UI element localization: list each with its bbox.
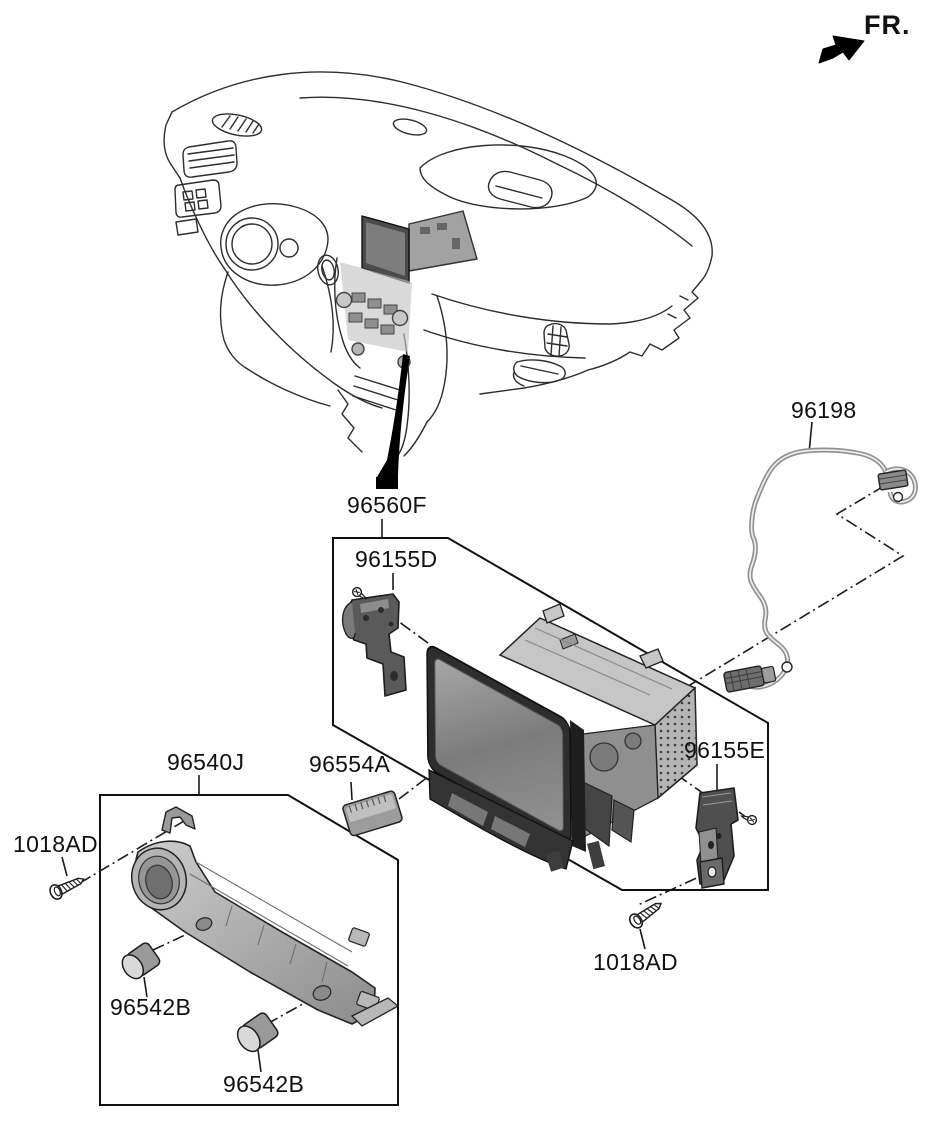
installed-head-unit bbox=[335, 210, 478, 369]
part-label-bracket-right: 96155E bbox=[684, 737, 766, 763]
part-label-head-unit: 96560F bbox=[347, 492, 427, 518]
knob-96542b-front bbox=[121, 942, 161, 980]
head-unit-group-box bbox=[332, 537, 769, 891]
knob-96542b-rear bbox=[236, 1012, 279, 1053]
fr-direction-arrow-icon bbox=[818, 35, 865, 64]
cable-connector-top bbox=[877, 469, 909, 491]
cable-connector-bottom bbox=[723, 665, 777, 693]
antenna-cable bbox=[723, 447, 918, 693]
part-label-screw-left: 1018AD bbox=[13, 831, 98, 857]
part-label-knob-rear: 96542B bbox=[223, 1071, 305, 1097]
bracket-96155d bbox=[341, 593, 407, 697]
leader-lines bbox=[61, 421, 813, 1073]
part-label-control-assembly: 96540J bbox=[167, 749, 245, 775]
control-assembly-group-box bbox=[99, 794, 399, 1106]
part-label-knob-front: 96542B bbox=[110, 994, 192, 1020]
sd-card bbox=[342, 790, 403, 837]
dashboard-illustration bbox=[163, 71, 713, 459]
part-label-memory-card: 96554A bbox=[309, 751, 391, 777]
bracket-96155e bbox=[695, 787, 739, 889]
pointer-swoosh bbox=[376, 354, 410, 489]
control-panel-assembly bbox=[130, 806, 400, 1027]
screw-1018ad-left-icon bbox=[47, 871, 88, 902]
part-label-bracket-left: 96155D bbox=[355, 546, 438, 572]
part-label-screw-right: 1018AD bbox=[593, 949, 678, 975]
head-unit bbox=[426, 603, 698, 872]
fr-direction-label: FR. bbox=[864, 10, 911, 40]
part-label-cable: 96198 bbox=[791, 397, 857, 423]
screw-1018ad-right-icon bbox=[626, 896, 667, 932]
